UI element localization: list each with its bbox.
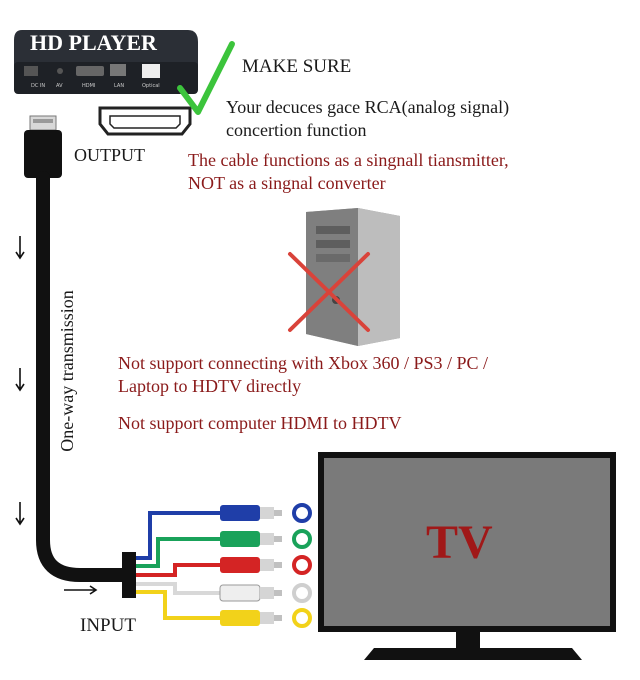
hdmi-plug-icon	[24, 115, 62, 178]
right-arrow-icon	[64, 585, 98, 595]
down-arrow-icon	[15, 236, 25, 526]
rca-jack-red	[292, 555, 312, 575]
rca-jacks	[292, 503, 312, 628]
tv-label: TV	[426, 516, 493, 569]
rca-plug-green	[220, 531, 282, 547]
rca-requirement-line2: concertion function	[226, 120, 367, 140]
device-title: HD PLAYER	[30, 30, 157, 55]
check-icon	[177, 41, 235, 115]
rca-cable-white	[136, 582, 220, 595]
rca-jack-blue	[292, 503, 312, 523]
rca-cable-yellow	[136, 590, 220, 620]
output-label: OUTPUT	[74, 145, 145, 165]
rca-jack-yellow	[292, 608, 312, 628]
rca-plug-yellow	[220, 610, 282, 626]
rca-cable-blue	[136, 511, 220, 560]
not-support-devices-line1: Not support connecting with Xbox 360 / P…	[118, 353, 489, 373]
port-label-lan: LAN	[114, 83, 124, 89]
port-label-av: AV	[56, 83, 63, 89]
port-label-dcin: DC IN	[31, 83, 45, 89]
transmission-label: One-way transmission	[57, 290, 77, 452]
cable-function-line2: NOT as a singnal converter	[188, 173, 386, 193]
rca-plug-blue	[220, 505, 282, 521]
computer-tower-icon	[306, 208, 400, 346]
rca-cable-red	[136, 563, 220, 577]
main-cable	[36, 171, 131, 582]
rca-plug-red	[220, 557, 282, 573]
input-label: INPUT	[80, 615, 136, 636]
cross-icon	[288, 252, 370, 332]
rca-cable-green	[136, 537, 220, 568]
tv-set	[318, 452, 616, 660]
not-support-computer-hdmi: Not support computer HDMI to HDTV	[118, 413, 402, 433]
port-label-optical: Optical	[142, 83, 160, 89]
hd-player-device: DC IN AV HDMI LAN Optical	[14, 30, 198, 94]
cable-function-line1: The cable functions as a singnall tiansm…	[188, 150, 509, 170]
splitter-block	[122, 552, 136, 598]
rca-jack-white	[292, 583, 312, 603]
rca-requirement-line1: Your decuces gace RCA(analog signal)	[226, 97, 510, 117]
rca-cables	[136, 511, 220, 620]
rca-jack-green	[292, 529, 312, 549]
rca-plug-white	[219, 584, 282, 602]
not-support-devices-line2: Laptop to HDTV directly	[118, 376, 302, 396]
hdmi-port-icon	[98, 106, 192, 136]
make-sure-label: MAKE SURE	[242, 56, 352, 77]
port-label-hdmi: HDMI	[82, 83, 95, 89]
